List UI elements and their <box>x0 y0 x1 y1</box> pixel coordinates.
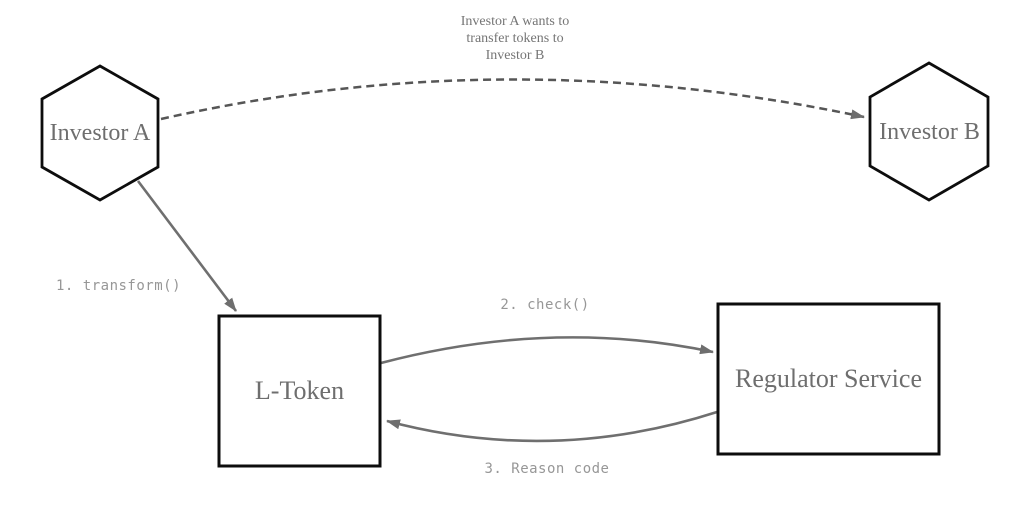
node-l-token-box <box>217 314 382 468</box>
edge-check-label: 2. check() <box>500 297 590 313</box>
edge-transfer-intent-dashed-arrow <box>160 78 865 121</box>
edge-check-arrow <box>380 336 714 365</box>
edge-transform-label: 1. transform() <box>56 278 182 294</box>
node-investor-b-label: Investor B <box>879 119 980 145</box>
node-investor-a-hexagon <box>40 64 160 202</box>
node-investor-b-hexagon <box>868 61 990 202</box>
edge-reason-code-label: 3. Reason code <box>484 461 610 477</box>
edge-transform-arrow <box>136 180 238 312</box>
node-investor-a-label: Investor A <box>49 120 151 146</box>
edge-reason-code-arrow <box>386 410 718 443</box>
transfer-intent-note: Investor A wants to transfer tokens to I… <box>460 14 570 63</box>
node-regulator-service-box <box>716 302 941 456</box>
node-regulator-service-label: Regulator Service <box>735 364 922 393</box>
node-l-token-label: L-Token <box>254 376 345 405</box>
